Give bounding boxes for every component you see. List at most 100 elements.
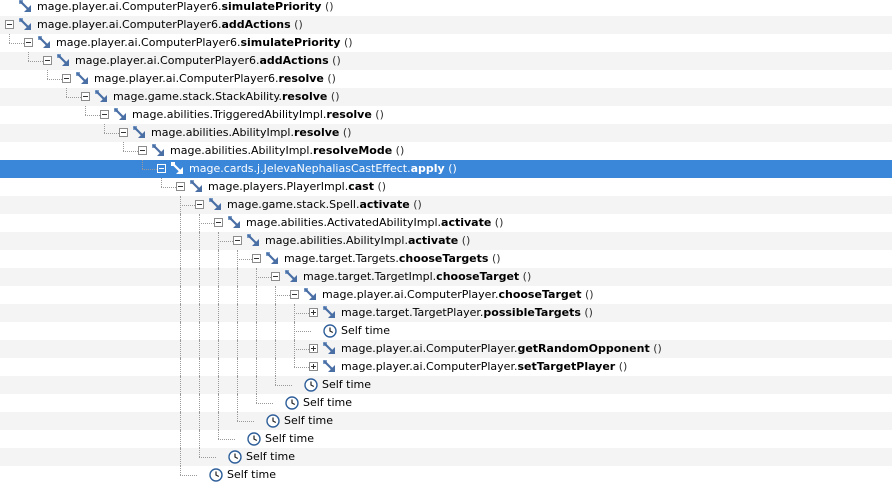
tree-connector [294,331,311,332]
tree-guide [237,286,238,304]
tree-guide [85,106,86,115]
tree-guide [256,340,257,358]
tree-row[interactable]: mage.target.Targets.chooseTargets () [0,250,892,268]
expand-icon[interactable] [309,362,318,371]
tree-guide [199,232,200,250]
method-name: addActions [259,54,329,67]
self-time-row[interactable]: Self time [0,430,892,448]
tree-row[interactable]: mage.player.ai.ComputerPlayer6.addAction… [0,16,892,34]
collapse-icon[interactable] [233,236,242,245]
class-name: mage.player.ai.ComputerPlayer6. [37,18,222,31]
self-time-row[interactable]: Self time [0,376,892,394]
method-params: () [339,126,352,139]
tree-row[interactable]: mage.game.stack.StackAbility.resolve () [0,88,892,106]
collapse-icon[interactable] [271,272,280,281]
tree-guide [199,286,200,304]
collapse-icon[interactable] [119,128,128,137]
tree-row[interactable]: mage.cards.j.JelevaNephaliasCastEffect.a… [0,160,892,178]
node-label: Self time [227,468,276,482]
method-name: setTargetPlayer [517,360,616,373]
tree-connector [294,313,311,314]
tree-guide [180,286,181,304]
self-time-row[interactable]: Self time [0,466,892,484]
collapse-icon[interactable] [100,110,109,119]
collapse-icon[interactable] [214,218,223,227]
node-label: mage.players.PlayerImpl.cast () [208,180,386,194]
tree-guide [237,376,238,394]
class-name: mage.player.ai.ComputerPlayer6. [56,36,241,49]
collapse-icon[interactable] [157,164,166,173]
tree-row[interactable]: mage.abilities.AbilityImpl.activate () [0,232,892,250]
tree-row[interactable]: mage.player.ai.ComputerPlayer.setTargetP… [0,358,892,376]
tree-guide [237,340,238,358]
tree-row[interactable]: mage.target.TargetImpl.chooseTarget () [0,268,892,286]
tree-row[interactable]: mage.abilities.TriggeredAbilityImpl.reso… [0,106,892,124]
tree-connector [85,115,102,116]
tree-row[interactable]: mage.player.ai.ComputerPlayer6.simulateP… [0,0,892,16]
tree-row[interactable]: mage.player.ai.ComputerPlayer6.simulateP… [0,34,892,52]
node-label: mage.player.ai.ComputerPlayer6.simulateP… [37,0,334,14]
collapse-icon[interactable] [24,38,33,47]
collapse-icon[interactable] [252,254,261,263]
method-arrow-icon [170,161,186,177]
tree-row[interactable]: mage.players.PlayerImpl.cast () [0,178,892,196]
collapse-icon[interactable] [81,92,90,101]
tree-guide [47,70,48,79]
collapse-icon[interactable] [195,200,204,209]
clock-icon [227,449,243,465]
tree-connector [294,349,311,350]
tree-row[interactable]: mage.abilities.AbilityImpl.resolveMode (… [0,142,892,160]
class-name: mage.abilities.AbilityImpl. [265,234,408,247]
tree-guide [180,232,181,250]
node-label: mage.abilities.ActivatedAbilityImpl.acti… [246,216,503,230]
tree-guide [275,358,276,376]
collapse-icon[interactable] [290,290,299,299]
expand-icon[interactable] [309,344,318,353]
tree-row[interactable]: mage.game.stack.Spell.activate () [0,196,892,214]
node-label: Self time [341,324,390,338]
class-name: mage.game.stack.StackAbility. [113,90,282,103]
tree-guide [237,394,238,412]
tree-guide [218,430,219,439]
collapse-icon[interactable] [176,182,185,191]
self-time-row[interactable]: Self time [0,448,892,466]
tree-row[interactable]: mage.player.ai.ComputerPlayer6.addAction… [0,52,892,70]
method-params: () [649,342,662,355]
collapse-icon[interactable] [62,74,71,83]
method-arrow-icon [18,0,34,15]
method-arrow-icon [322,305,338,321]
method-name: chooseTarget [498,288,582,301]
tree-guide [275,304,276,322]
tree-guide [218,340,219,358]
tree-row[interactable]: mage.abilities.AbilityImpl.resolve () [0,124,892,142]
collapse-icon[interactable] [138,146,147,155]
tree-guide [180,448,181,466]
tree-row[interactable]: mage.abilities.ActivatedAbilityImpl.acti… [0,214,892,232]
tree-guide [237,304,238,322]
tree-row[interactable]: mage.player.ai.ComputerPlayer.getRandomO… [0,340,892,358]
collapse-icon[interactable] [5,20,14,29]
tree-guide [180,250,181,268]
tree-guide [199,394,200,412]
tree-guide [123,142,124,151]
tree-connector [47,79,64,80]
expand-icon[interactable] [309,308,318,317]
tree-guide [275,340,276,358]
node-label: mage.abilities.AbilityImpl.activate () [265,234,470,248]
tree-guide [180,304,181,322]
tree-guide [256,376,257,394]
node-label: mage.abilities.AbilityImpl.resolveMode (… [170,144,404,158]
self-time-row[interactable]: Self time [0,412,892,430]
tree-row[interactable]: mage.player.ai.ComputerPlayer.chooseTarg… [0,286,892,304]
tree-connector [180,205,197,206]
collapse-icon[interactable] [43,56,52,65]
class-name: mage.target.TargetImpl. [303,270,437,283]
method-params: () [444,162,457,175]
tree-connector [142,169,159,170]
tree-row[interactable]: mage.target.TargetPlayer.possibleTargets… [0,304,892,322]
tree-row[interactable]: mage.player.ai.ComputerPlayer6.resolve (… [0,70,892,88]
tree-connector [104,133,121,134]
self-time-row[interactable]: Self time [0,322,892,340]
self-time-label: Self time [322,378,372,391]
self-time-row[interactable]: Self time [0,394,892,412]
